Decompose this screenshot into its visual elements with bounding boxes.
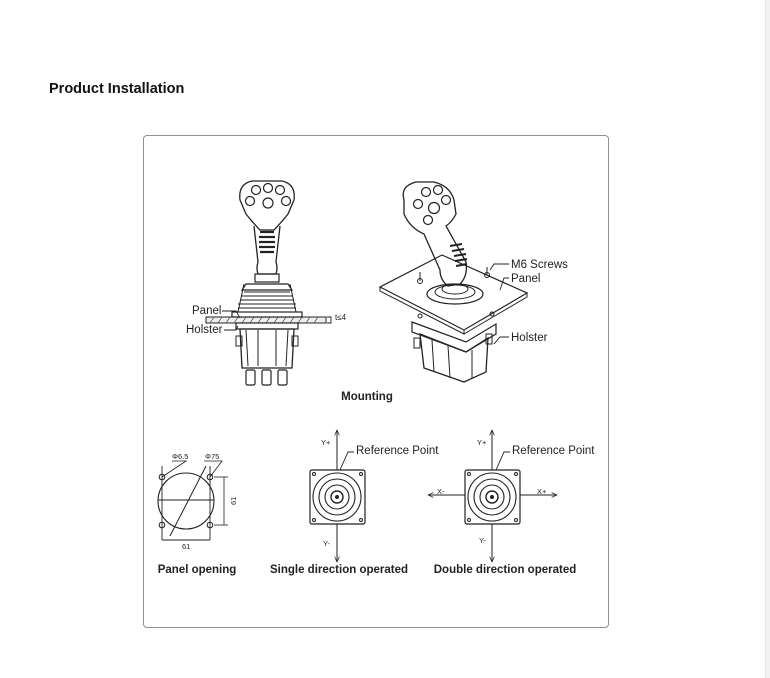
single-reference-point: Reference Point [356,445,439,457]
label-thickness: t≤4 [335,313,347,322]
double-direction-drawing [428,430,557,562]
page-title: Product Installation [49,81,185,97]
joystick-isometric-view [378,181,529,383]
caption-panel-opening: Panel opening [158,564,237,576]
scrollbar-track[interactable] [765,0,770,678]
dim-hole-diameter: Φ6.5 [172,452,188,461]
dim-cutout-diameter: Φ75 [205,452,219,461]
installation-diagram-frame [143,135,609,628]
double-x-plus: X+ [537,487,547,496]
dim-width: 61 [182,542,190,551]
caption-mounting: Mounting [341,391,393,403]
caption-double-direction: Double direction operated [434,564,577,576]
label-holster-right: Holster [511,332,548,344]
double-y-minus: Y- [479,536,486,545]
grip-ribs [259,230,275,254]
double-y-plus: Y+ [477,438,487,447]
single-y-plus: Y+ [321,438,331,447]
label-m6-screws: M6 Screws [511,259,568,271]
label-panel-right: Panel [511,273,540,285]
single-y-minus: Y- [323,539,330,548]
dim-height: 61 [229,497,238,505]
joystick-front-view [205,180,327,386]
caption-single-direction: Single direction operated [270,564,408,576]
single-direction-drawing [309,430,366,562]
double-reference-point: Reference Point [512,445,595,457]
double-x-minus: X- [437,487,445,496]
label-panel-left: Panel [192,305,221,317]
panel-opening-drawing [157,460,228,541]
label-holster-left: Holster [186,324,223,336]
